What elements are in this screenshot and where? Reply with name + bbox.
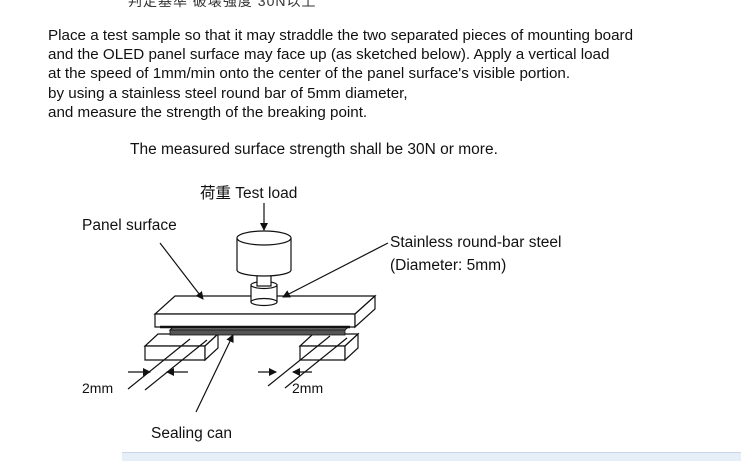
mounting-board-right — [298, 332, 360, 362]
paragraph-line-2: and the OLED panel surface may face up (… — [48, 46, 610, 64]
sealing-can-leader — [195, 334, 234, 413]
gap-right-label: 2mm — [292, 380, 323, 396]
gap-left-label: 2mm — [82, 380, 113, 396]
paragraph-line-1: Place a test sample so that it may strad… — [48, 27, 634, 44]
cropped-header-text: 判定基準 破壊強度 30N以上 — [128, 0, 317, 9]
test-load-label: 荷重 Test load — [200, 184, 297, 202]
steel-label-line2: (Diameter: 5mm) — [390, 257, 506, 274]
paragraph-line-3: at the speed of 1mm/min onto the center … — [48, 65, 571, 83]
paragraph-line-4: by using a stainless steel round bar of … — [48, 84, 408, 102]
instruction-paragraph: Place a test sample so that it may strad… — [48, 26, 738, 122]
panel-surface-leader — [159, 242, 204, 300]
sealing-can-label: Sealing can — [151, 425, 232, 442]
steel-label-line1: Stainless round-bar steel — [390, 234, 561, 251]
requirement-text: The measured surface strength shall be 3… — [130, 141, 498, 158]
steel-round-bar — [236, 230, 292, 307]
paragraph-line-5: and measure the strength of the breaking… — [48, 103, 368, 121]
mounting-board-left — [143, 332, 220, 362]
left-gap-dimension — [127, 338, 208, 391]
panel-surface-label: Panel surface — [82, 217, 177, 234]
steel-leader — [282, 242, 389, 298]
right-gap-dimension — [258, 335, 348, 389]
bottom-edge-strip — [122, 452, 741, 461]
